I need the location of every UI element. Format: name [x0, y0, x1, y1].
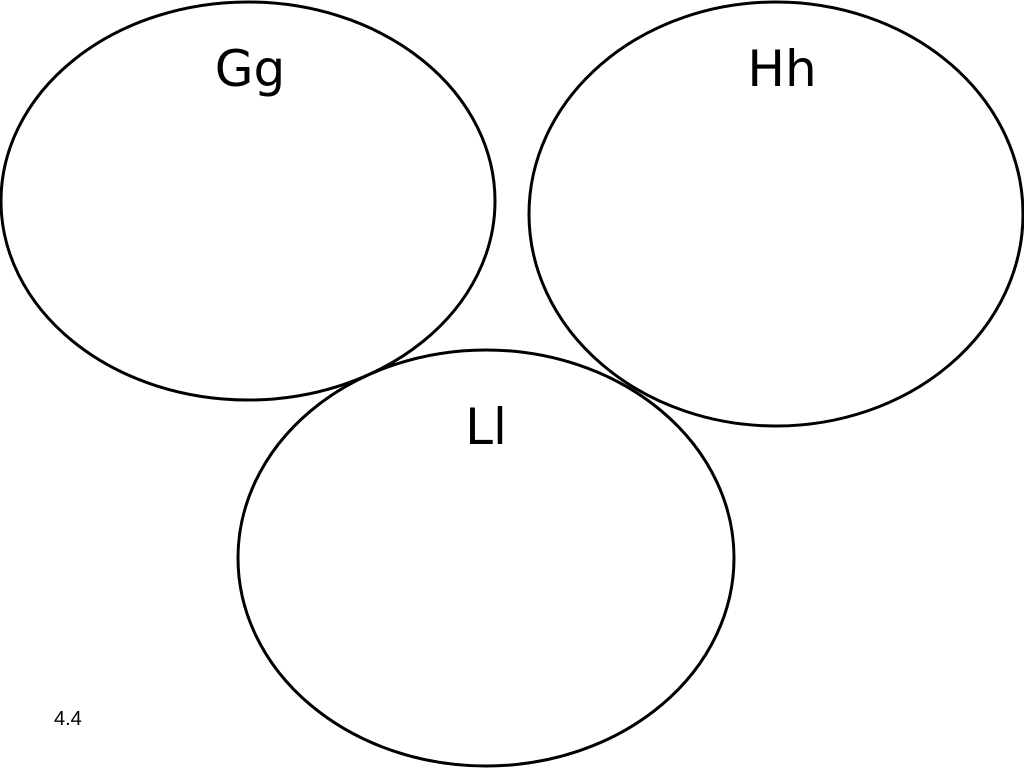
oval-label-hh: Hh — [747, 40, 816, 98]
slide-number: 4.4 — [54, 708, 82, 730]
oval-gg — [0, 0, 497, 402]
oval-hh — [527, 0, 1024, 428]
oval-label-gg: Gg — [215, 40, 285, 98]
oval-ll — [236, 348, 736, 768]
oval-label-ll: Ll — [465, 398, 507, 456]
